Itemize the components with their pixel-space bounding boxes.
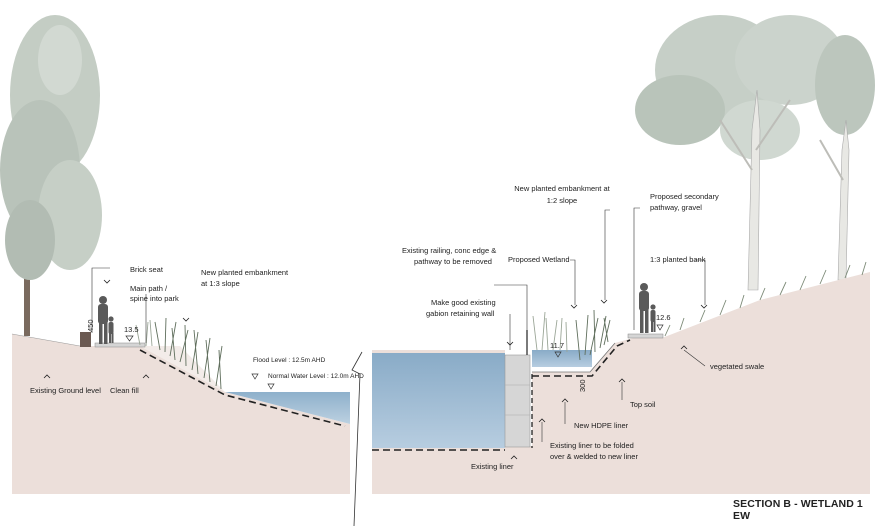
label-fold-2: over & welded to new liner (550, 452, 638, 461)
right-tree-icon (635, 15, 875, 291)
label-brick-seat: Brick seat (130, 265, 163, 274)
label-top-soil: Top soil (630, 400, 656, 409)
level-11-7: 11.7 (550, 341, 565, 350)
label-embankment-1: New planted embankment (201, 268, 289, 277)
section-break-line (351, 351, 363, 526)
level-marker-12-6 (656, 324, 664, 331)
label-embankment-2: at 1:3 slope (201, 279, 240, 288)
label-main-path-1: Main path / (130, 284, 168, 293)
label-normal-water: Normal Water Level : 12.0m AHD (268, 373, 364, 380)
left-section (0, 15, 350, 494)
level-13-5: 13.5 (124, 325, 139, 334)
left-tree-icon (0, 15, 102, 336)
left-water (225, 392, 350, 424)
label-clean-fill: Clean fill (110, 386, 139, 395)
existing-water (372, 353, 505, 448)
dim-450: 450 (86, 319, 95, 332)
label-railing-2: pathway to be removed (414, 257, 492, 266)
label-gabion-1: Make good existing (431, 298, 496, 307)
proposed-wetland-water (532, 350, 592, 367)
label-gabion-2: gabion retaining wall (426, 309, 495, 318)
level-marker-11-7 (554, 351, 562, 358)
label-fold-1: Existing liner to be folded (550, 441, 634, 450)
label-new-embankment-2: 1:2 slope (546, 196, 578, 205)
person-right-icon (639, 283, 656, 333)
left-ground (12, 334, 350, 494)
new-hdpe-liner (532, 339, 631, 377)
right-section (372, 15, 875, 494)
level-marker-13-5 (125, 335, 134, 342)
section-title: SECTION B - WETLAND 1 EW (733, 498, 863, 522)
dim-300: 300 (578, 379, 587, 392)
left-liner (139, 349, 346, 427)
level-12-6: 12.6 (656, 313, 671, 322)
label-secondary-path-1: Proposed secondary (650, 192, 719, 201)
person-icon (98, 296, 114, 344)
brick-seat-icon (80, 332, 91, 347)
label-planted-bank: 1:3 planted bank (650, 255, 706, 264)
right-grasses (532, 261, 867, 361)
gabion-wall (504, 354, 531, 448)
left-grasses (135, 317, 223, 390)
label-flood-level: Flood Level : 12.5m AHD (253, 357, 326, 364)
secondary-path-slab (627, 333, 664, 339)
label-hdpe-liner: New HDPE liner (574, 421, 629, 430)
label-main-path-2: spine into park (130, 294, 179, 303)
label-existing-liner: Existing liner (471, 462, 514, 471)
flood-level-marker (251, 373, 259, 380)
label-existing-ground: Existing Ground level (30, 386, 101, 395)
label-railing-1: Existing railing, conc edge & (402, 246, 497, 255)
main-path-slab (94, 342, 146, 348)
label-new-embankment-1: New planted embankment at (514, 184, 610, 193)
label-vegetated-swale: vegetated swale (710, 362, 765, 371)
normal-water-marker (267, 383, 275, 390)
label-proposed-wetland: Proposed Wetland (508, 255, 570, 264)
label-secondary-path-2: pathway, gravel (650, 203, 702, 212)
clean-fill (140, 346, 225, 392)
